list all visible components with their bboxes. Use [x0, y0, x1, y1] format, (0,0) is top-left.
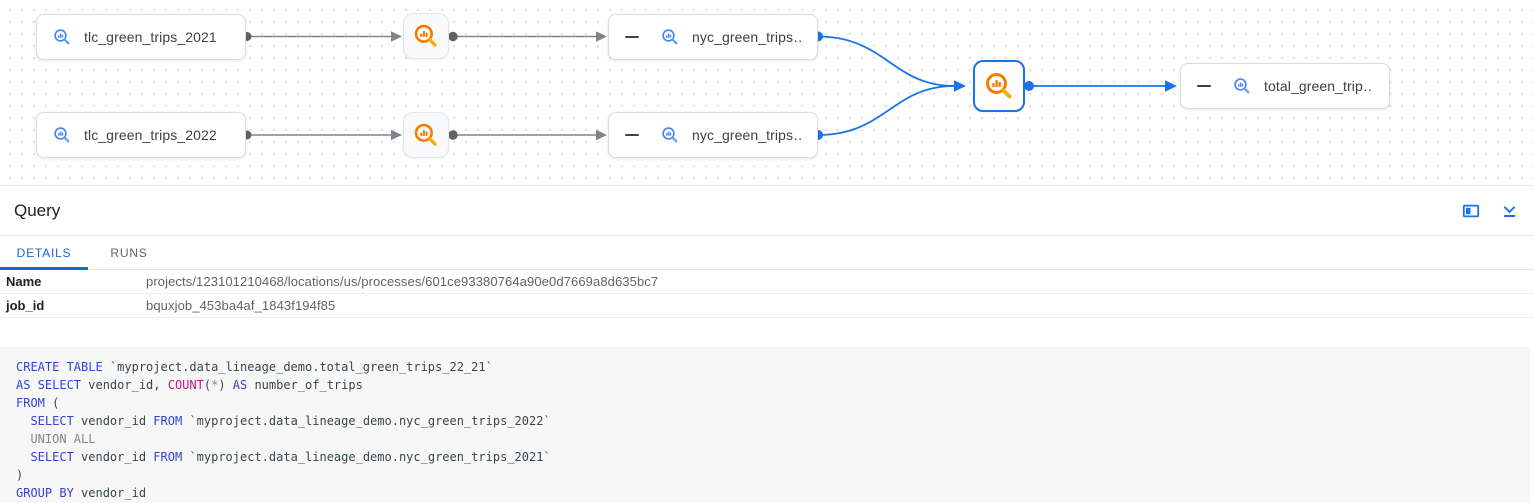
sql-code-line: FROM ( — [16, 396, 60, 410]
node-tlc-green-trips-2022[interactable]: tlc_green_trips_2022 — [36, 112, 246, 158]
tab-details[interactable]: DETAILS — [0, 236, 88, 270]
blue-arrowhead-into-selected — [954, 80, 966, 92]
collapse-panel-icon[interactable] — [1501, 203, 1518, 220]
bigquery-table-icon — [1234, 78, 1250, 94]
edge-process1-to-nyc1 — [448, 31, 607, 42]
lineage-graph-canvas[interactable]: tlc_green_trips_2021 tlc_green_trips_202… — [0, 0, 1534, 186]
bigquery-table-icon — [54, 127, 70, 143]
sql-code-line: CREATE TABLE `myproject.data_lineage_dem… — [16, 360, 493, 374]
bigquery-table-icon — [54, 29, 70, 45]
sql-code-line: AS SELECT vendor_id, COUNT(*) AS number_… — [16, 378, 363, 392]
collapse-minus-icon[interactable] — [625, 35, 639, 39]
node-process-selected[interactable] — [973, 60, 1025, 112]
split-view-icon[interactable] — [1462, 202, 1480, 220]
panel-header-actions — [1462, 202, 1520, 220]
node-label: nyc_green_trips… — [692, 127, 801, 143]
sql-code-line: UNION ALL — [30, 432, 96, 446]
edge-nyc2-to-selected-process — [813, 85, 955, 140]
sql-code-line: ) — [16, 468, 24, 482]
collapse-minus-icon[interactable] — [625, 133, 639, 137]
detail-label-job-id: job_id — [6, 298, 45, 313]
sql-code-line: SELECT vendor_id FROM `myproject.data_li… — [30, 450, 551, 464]
node-nyc-green-trips-row1[interactable]: nyc_green_trips… — [608, 14, 818, 60]
process-query-icon — [986, 73, 1012, 99]
table-row: Name projects/123101210468/locations/us/… — [0, 270, 1534, 294]
lineage-edges — [242, 31, 1177, 141]
node-label: tlc_green_trips_2021 — [84, 29, 217, 45]
detail-label-name: Name — [6, 274, 42, 289]
process-query-icon — [414, 24, 437, 47]
process-query-icon — [414, 123, 437, 146]
edge-selected-process-to-total — [1024, 80, 1177, 92]
details-table: Name projects/123101210468/locations/us/… — [0, 270, 1534, 318]
detail-value-job-id: bquxjob_453ba4af_1843f194f85 — [146, 298, 336, 313]
tab-runs[interactable]: RUNS — [110, 245, 148, 260]
sql-code: CREATE TABLE `myproject.data_lineage_dem… — [0, 347, 1530, 503]
query-panel-header: Query — [0, 187, 1534, 236]
bigquery-table-icon — [662, 29, 678, 45]
collapse-minus-icon[interactable] — [1197, 84, 1211, 88]
node-tlc-green-trips-2021[interactable]: tlc_green_trips_2021 — [36, 14, 246, 60]
edge-tlc2021-to-process1 — [242, 31, 402, 42]
node-label: total_green_trip… — [1264, 78, 1373, 94]
table-row: job_id bquxjob_453ba4af_1843f194f85 — [0, 294, 1534, 318]
node-label: nyc_green_trips… — [692, 29, 801, 45]
edge-tlc2022-to-process2 — [242, 129, 402, 141]
edge-process2-to-nyc2 — [448, 129, 607, 141]
sql-code-line: SELECT vendor_id FROM `myproject.data_li… — [30, 414, 551, 428]
node-process-row1[interactable] — [403, 13, 449, 59]
sql-code-line: GROUP BY vendor_id — [16, 486, 147, 500]
panel-title: Query — [14, 201, 61, 220]
panel-tabs: DETAILS RUNS — [0, 236, 1534, 270]
node-total-green-trips[interactable]: total_green_trip… — [1180, 63, 1390, 109]
node-process-row2[interactable] — [403, 112, 449, 158]
node-label: tlc_green_trips_2022 — [84, 127, 217, 143]
detail-value-name: projects/123101210468/locations/us/proce… — [146, 274, 659, 289]
edge-nyc1-to-selected-process — [813, 31, 955, 87]
bigquery-table-icon — [662, 127, 678, 143]
node-nyc-green-trips-row2[interactable]: nyc_green_trips… — [608, 112, 818, 158]
